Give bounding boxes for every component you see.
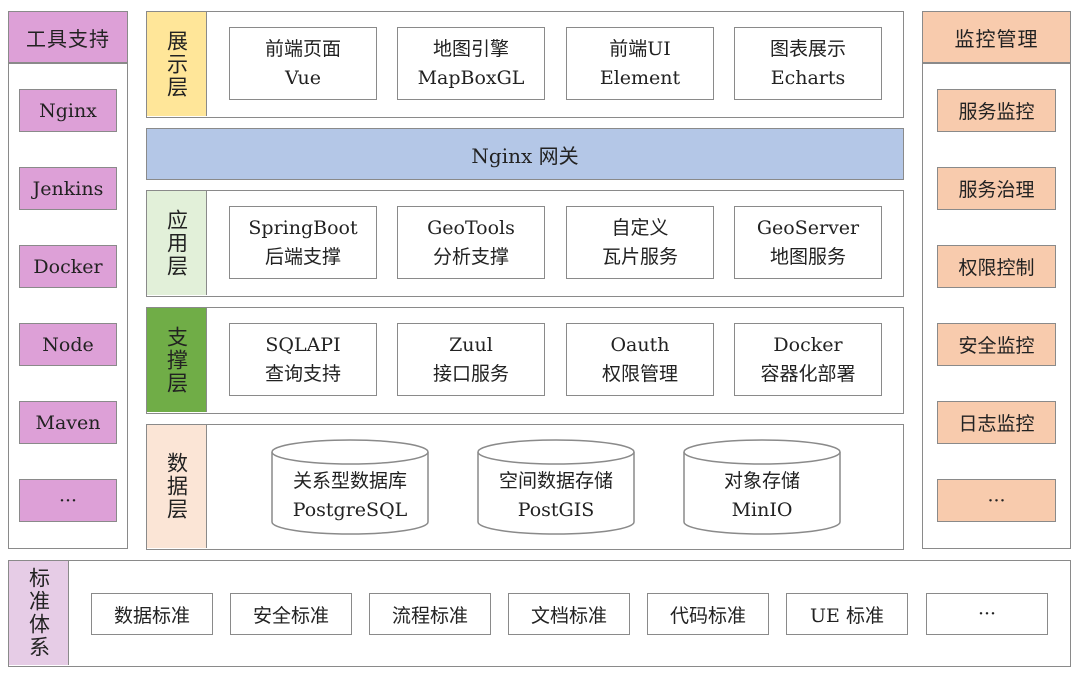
- tools-title: 工具支持: [8, 11, 128, 63]
- cylinder-postgresql-line2: PostgreSQL: [292, 499, 408, 521]
- box-oauth: Oauth 权限管理: [566, 323, 714, 396]
- box-springboot: SpringBoot 后端支撑: [229, 206, 377, 279]
- standard-data: 数据标准: [91, 593, 213, 635]
- box-springboot-line1: SpringBoot: [248, 216, 358, 239]
- monitor-item-service-governance: 服务治理: [937, 167, 1056, 210]
- box-geoserver-line2: 地图服务: [769, 245, 846, 268]
- monitor-title: 监控管理: [922, 11, 1071, 63]
- tool-item-node: Node: [19, 323, 117, 366]
- tool-item-more: ···: [19, 479, 117, 522]
- cylinder-minio-line2: MinIO: [731, 499, 793, 521]
- standard-more: ···: [926, 593, 1048, 635]
- box-sqlapi-line2: 查询支持: [264, 362, 341, 385]
- monitor-item-service-monitor: 服务监控: [937, 89, 1056, 132]
- box-geotools: GeoTools 分析支撑: [397, 206, 545, 279]
- application-layer: 应用层 SpringBoot 后端支撑 GeoTools 分析支撑 自定义 瓦片…: [146, 190, 904, 297]
- standard-document: 文档标准: [508, 593, 630, 635]
- data-layer: 数据层 关系型数据库 PostgreSQL 空间数据存储 PostGIS 对象存…: [146, 424, 904, 550]
- nginx-gateway: Nginx 网关: [146, 128, 904, 180]
- monitor-item-log-monitor: 日志监控: [937, 401, 1056, 444]
- box-zuul-line2: 接口服务: [432, 362, 509, 385]
- box-mapboxgl: 地图引擎 MapBoxGL: [397, 27, 545, 100]
- standards-label: 标准体系: [9, 561, 69, 665]
- box-vue-line1: 前端页面: [264, 37, 341, 60]
- cylinder-postgis-line2: PostGIS: [517, 499, 595, 521]
- box-element: 前端UI Element: [566, 27, 714, 100]
- standard-security: 安全标准: [230, 593, 352, 635]
- monitor-item-security-monitor: 安全监控: [937, 323, 1056, 366]
- box-echarts-line1: 图表展示: [769, 37, 846, 60]
- database-cylinder-icon: [271, 439, 429, 535]
- box-geoserver-line1: GeoServer: [756, 216, 860, 239]
- box-element-line1: 前端UI: [609, 37, 671, 60]
- data-layer-label: 数据层: [147, 425, 207, 548]
- monitor-item-more: ···: [937, 479, 1056, 522]
- box-geotools-line2: 分析支撑: [432, 245, 509, 268]
- cylinder-minio-line1: 对象存储: [723, 470, 800, 492]
- tools-panel: [8, 63, 128, 549]
- box-sqlapi: SQLAPI 查询支持: [229, 323, 377, 396]
- box-mapboxgl-line2: MapBoxGL: [417, 66, 525, 89]
- box-echarts: 图表展示 Echarts: [734, 27, 882, 100]
- tool-item-maven: Maven: [19, 401, 117, 444]
- monitor-item-permission-control: 权限控制: [937, 245, 1056, 288]
- box-oauth-line1: Oauth: [610, 333, 670, 356]
- database-cylinder-icon: [477, 439, 635, 535]
- box-element-line2: Element: [599, 66, 681, 89]
- standard-ue: UE 标准: [786, 593, 908, 635]
- box-zuul: Zuul 接口服务: [397, 323, 545, 396]
- box-docker-deploy-line2: 容器化部署: [760, 362, 856, 385]
- support-layer-label: 支撑层: [147, 308, 207, 412]
- box-springboot-line2: 后端支撑: [264, 245, 341, 268]
- box-echarts-line2: Echarts: [770, 66, 846, 89]
- box-geoserver: GeoServer 地图服务: [734, 206, 882, 279]
- box-mapboxgl-line1: 地图引擎: [432, 37, 509, 60]
- database-cylinder-icon: [683, 439, 841, 535]
- standard-code: 代码标准: [647, 593, 769, 635]
- application-layer-label: 应用层: [147, 191, 207, 295]
- monitor-panel: [922, 63, 1071, 549]
- cylinder-postgresql-line1: 关系型数据库: [292, 470, 407, 492]
- box-docker-deploy: Docker 容器化部署: [734, 323, 882, 396]
- box-sqlapi-line1: SQLAPI: [265, 333, 341, 356]
- box-custom-tile: 自定义 瓦片服务: [566, 206, 714, 279]
- box-custom-tile-line2: 瓦片服务: [601, 245, 678, 268]
- cylinder-postgresql: 关系型数据库 PostgreSQL: [270, 437, 430, 537]
- box-oauth-line2: 权限管理: [601, 362, 678, 385]
- support-layer: 支撑层 SQLAPI 查询支持 Zuul 接口服务 Oauth 权限管理 Doc…: [146, 307, 904, 414]
- cylinder-postgis-line1: 空间数据存储: [498, 470, 613, 492]
- presentation-layer: 展示层 前端页面 Vue 地图引擎 MapBoxGL 前端UI Element …: [146, 11, 904, 118]
- tool-item-nginx: Nginx: [19, 89, 117, 132]
- presentation-layer-label: 展示层: [147, 12, 207, 116]
- tool-item-docker: Docker: [19, 245, 117, 288]
- tool-item-jenkins: Jenkins: [19, 167, 117, 210]
- cylinder-postgis: 空间数据存储 PostGIS: [476, 437, 636, 537]
- box-docker-deploy-line1: Docker: [773, 333, 843, 356]
- box-geotools-line1: GeoTools: [427, 216, 515, 239]
- box-zuul-line1: Zuul: [449, 333, 493, 356]
- standard-process: 流程标准: [369, 593, 491, 635]
- box-vue: 前端页面 Vue: [229, 27, 377, 100]
- box-custom-tile-line1: 自定义: [611, 216, 669, 239]
- cylinder-minio: 对象存储 MinIO: [682, 437, 842, 537]
- standards-panel: 标准体系 数据标准 安全标准 流程标准 文档标准 代码标准 UE 标准 ···: [8, 560, 1071, 667]
- box-vue-line2: Vue: [285, 66, 321, 89]
